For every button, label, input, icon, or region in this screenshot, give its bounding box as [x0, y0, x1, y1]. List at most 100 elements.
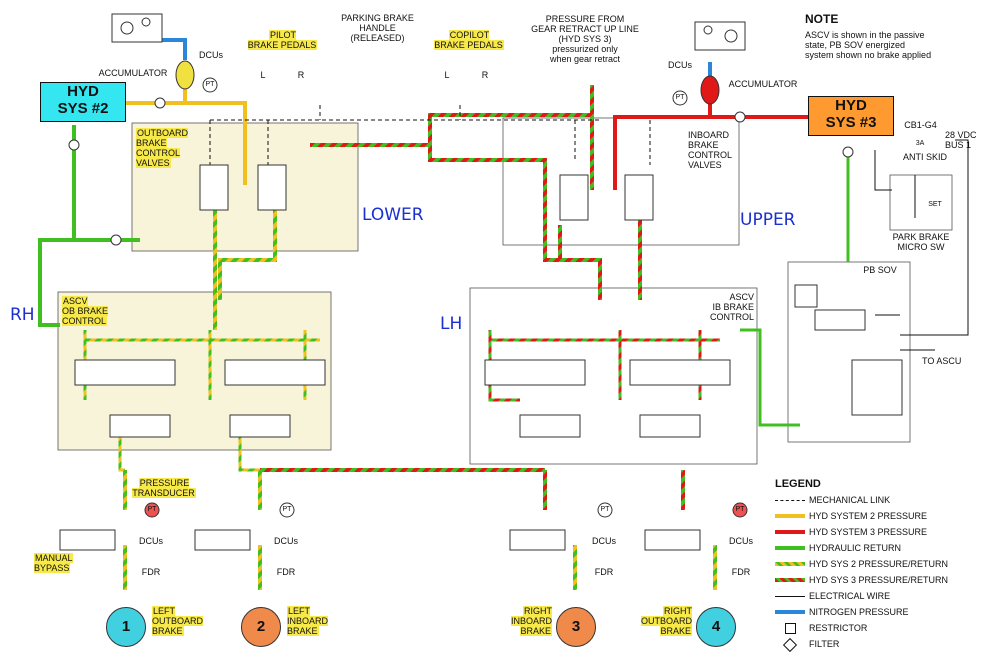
brake-3-label: RIGHT INBOARD BRAKE: [500, 606, 552, 636]
sys3-ascv-lines: [488, 330, 720, 402]
dcus-4: DCUs: [729, 536, 753, 546]
pb-sov-valve: [794, 284, 903, 416]
legend-label: HYD SYS 3 PRESSURE/RETURN: [809, 575, 949, 585]
pt-label-1: PT: [205, 81, 215, 88]
ascv-ob-valves: [74, 359, 326, 438]
copilot-pedals-label: COPILOT BRAKE PEDALS: [424, 30, 514, 50]
lh-label: LH: [440, 314, 463, 334]
legend-label: HYD SYSTEM 2 PRESSURE: [809, 511, 928, 521]
legend-swatch: [775, 596, 805, 597]
vdc-label: 28 VDC BUS 1: [945, 130, 977, 150]
return-line-left: [38, 125, 140, 327]
ascv-ib-valves: [484, 359, 731, 438]
accumulator-right-body: [700, 75, 720, 105]
legend-label: FILTER: [809, 639, 840, 649]
brake-1-text: LEFT OUTBOARD BRAKE: [152, 606, 204, 636]
manual-bypass-valves: [59, 529, 701, 551]
pressure-transducer-label: PRESSURE TRANSDUCER: [124, 478, 204, 498]
ascv-ob-label: ASCV OB BRAKE CONTROL: [62, 296, 109, 326]
accumulator-left-body: [175, 60, 195, 90]
lower-label: LOWER: [362, 205, 424, 225]
brake-2-text: LEFT INBOARD BRAKE: [287, 606, 329, 636]
legend-label: NITROGEN PRESSURE: [809, 607, 909, 617]
brake-outlets: [123, 545, 717, 590]
legend-item: RESTRICTOR: [775, 622, 975, 635]
fdr-4: FDR: [731, 567, 751, 577]
gauge-box-left: [111, 13, 163, 43]
dcus-top-left-label: DCUs: [199, 50, 223, 60]
legend-label: HYD SYSTEM 3 PRESSURE: [809, 527, 928, 537]
dcus-top-right-label: DCUs: [668, 60, 692, 70]
outboard-valves-label: OUTBOARD BRAKE CONTROL VALVES: [136, 128, 189, 168]
brake-4: 4: [696, 607, 736, 647]
brake-3-text: RIGHT INBOARD BRAKE: [510, 606, 552, 636]
inboard-control-valves: [559, 174, 654, 221]
pedal-l-2: L: [444, 70, 450, 80]
legend-swatch: [782, 637, 798, 653]
fdr-1: FDR: [141, 567, 161, 577]
brake-1-label: LEFT OUTBOARD BRAKE: [152, 606, 204, 636]
legend-swatch: [775, 578, 805, 582]
pt-label-4: PT: [282, 506, 292, 513]
pt-label-6: PT: [735, 506, 745, 513]
legend-item: NITROGEN PRESSURE: [775, 606, 975, 619]
legend-swatch: [775, 514, 805, 518]
dcus-1: DCUs: [139, 536, 163, 546]
legend-label: ELECTRICAL WIRE: [809, 591, 891, 601]
legend-item: FILTER: [775, 637, 975, 653]
rh-label: RH: [10, 305, 35, 325]
legend-swatch: [775, 530, 805, 534]
sys2-pr-lines: [123, 210, 277, 510]
brake-4-label: RIGHT OUTBOARD BRAKE: [628, 606, 692, 636]
legend-item: HYD SYS 2 PRESSURE/RETURN: [775, 558, 975, 571]
pilot-pedals-text: PILOT BRAKE PEDALS: [247, 30, 318, 50]
legend-title: LEGEND: [775, 478, 821, 490]
manual-bypass-text: MANUAL BYPASS: [34, 553, 73, 573]
accumulator-right-label: ACCUMULATOR: [728, 79, 798, 89]
pt-label-3: PT: [147, 506, 157, 513]
upper-label: UPPER: [740, 210, 796, 230]
mechanical-links: [209, 105, 651, 165]
parking-brake-label: PARKING BRAKE HANDLE (RELEASED): [341, 13, 414, 43]
outboard-control-valves: [199, 164, 287, 211]
check-valves: [68, 97, 854, 246]
legend-swatch: [775, 546, 805, 550]
note-text: ASCV is shown in the passive state, PB S…: [805, 30, 932, 60]
cb-label: CB1-G4: [904, 120, 937, 130]
dcus-3: DCUs: [592, 536, 616, 546]
legend-item: HYD SYSTEM 2 PRESSURE: [775, 510, 975, 523]
pedal-l-1: L: [260, 70, 266, 80]
pt-label-5: PT: [600, 506, 610, 513]
legend-swatch: [785, 623, 796, 634]
pressure-transducers: [144, 77, 748, 518]
gauge-box-right: [694, 21, 746, 51]
legend-label: RESTRICTOR: [809, 623, 868, 633]
legend-item: ELECTRICAL WIRE: [775, 590, 975, 603]
note-title: NOTE: [805, 12, 839, 26]
anti-skid-label: ANTI SKID: [902, 152, 947, 162]
hyd-sys-3-box: HYD SYS #3: [808, 96, 894, 136]
brake-2: 2: [241, 607, 281, 647]
fdr-2: FDR: [276, 567, 296, 577]
electrical-wires: [874, 139, 969, 351]
hyd-sys-2-box: HYD SYS #2: [40, 82, 126, 122]
pedal-r-1: R: [297, 70, 305, 80]
set-label: SET: [928, 201, 942, 208]
ascv-ib-label: ASCV IB BRAKE CONTROL: [709, 292, 754, 322]
pilot-pedals-label: PILOT BRAKE PEDALS: [240, 30, 325, 50]
brake-4-text: RIGHT OUTBOARD BRAKE: [640, 606, 692, 636]
sys3-pr-lines: [260, 85, 685, 510]
legend-item: HYDRAULIC RETURN: [775, 542, 975, 555]
legend-swatch: [775, 500, 805, 501]
brake-1: 1: [106, 607, 146, 647]
pt-label-2: PT: [675, 94, 685, 101]
legend-label: MECHANICAL LINK: [809, 495, 891, 505]
pressure-from-label: PRESSURE FROM GEAR RETRACT UP LINE (HYD …: [531, 14, 639, 64]
pressure-transducer-text: PRESSURE TRANSDUCER: [132, 478, 196, 498]
cb-amps-label: 3A: [915, 140, 925, 147]
manual-bypass-label: MANUAL BYPASS: [34, 553, 73, 573]
pedal-r-2: R: [481, 70, 489, 80]
brake-3: 3: [556, 607, 596, 647]
legend-item: MECHANICAL LINK: [775, 494, 975, 507]
